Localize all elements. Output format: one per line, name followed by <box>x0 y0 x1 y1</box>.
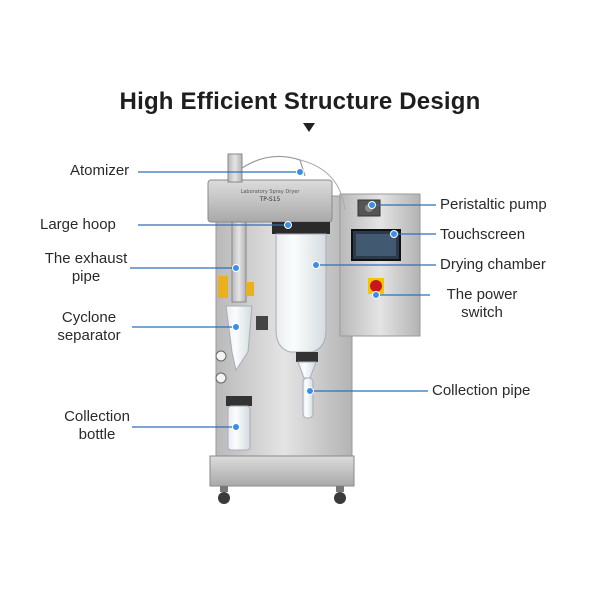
label-drying-chamber: Drying chamber <box>440 256 546 273</box>
large-hoop <box>272 222 330 234</box>
drying-chamber-glass <box>275 233 327 353</box>
label-atomizer: Atomizer <box>70 162 130 179</box>
label-collection-bottle-line2: bottle <box>78 426 116 443</box>
caster-wheels <box>218 486 346 504</box>
label-collection-bottle-line1: Collection <box>64 408 130 425</box>
power-switch-knob <box>370 280 382 292</box>
label-collection-pipe: Collection pipe <box>432 382 531 399</box>
title-arrow-icon <box>303 123 315 132</box>
exhaust-pipe <box>231 221 247 303</box>
label-power-switch-line2: switch <box>461 304 503 321</box>
collection-pipe-tube <box>302 377 314 419</box>
leader-lines-left <box>130 171 300 428</box>
svg-text:TP-S15: TP-S15 <box>259 196 281 203</box>
leader-dots <box>232 168 398 431</box>
label-collection-bottle: Collection bottle <box>52 408 142 444</box>
machine-head <box>207 179 333 223</box>
label-touchscreen: Touchscreen <box>440 226 526 243</box>
label-power-switch-line1: The power <box>446 286 518 303</box>
chamber-clamp <box>296 352 318 362</box>
diagram-title: High Efficient Structure Design <box>119 88 481 115</box>
label-cyclone-line1: Cyclone <box>61 309 117 326</box>
label-exhaust-pipe-line1: The exhaust <box>44 250 128 267</box>
label-peristaltic-pump: Peristaltic pump <box>440 196 547 213</box>
label-cyclone-separator: Cyclone separator <box>44 309 134 345</box>
cyclone-separator <box>225 305 253 372</box>
svg-text:Laboratory Spray Dryer: Laboratory Spray Dryer <box>241 189 301 195</box>
label-exhaust-pipe: The exhaust pipe <box>36 250 136 286</box>
label-exhaust-pipe-line2: pipe <box>71 268 101 285</box>
atomizer-column <box>227 153 243 183</box>
label-large-hoop: Large hoop <box>40 216 116 233</box>
machine-base <box>209 455 355 487</box>
label-power-switch: The power switch <box>430 286 534 322</box>
collection-bottle-cap <box>226 396 252 406</box>
label-cyclone-line2: separator <box>57 327 121 344</box>
leader-lines-right <box>310 204 436 392</box>
